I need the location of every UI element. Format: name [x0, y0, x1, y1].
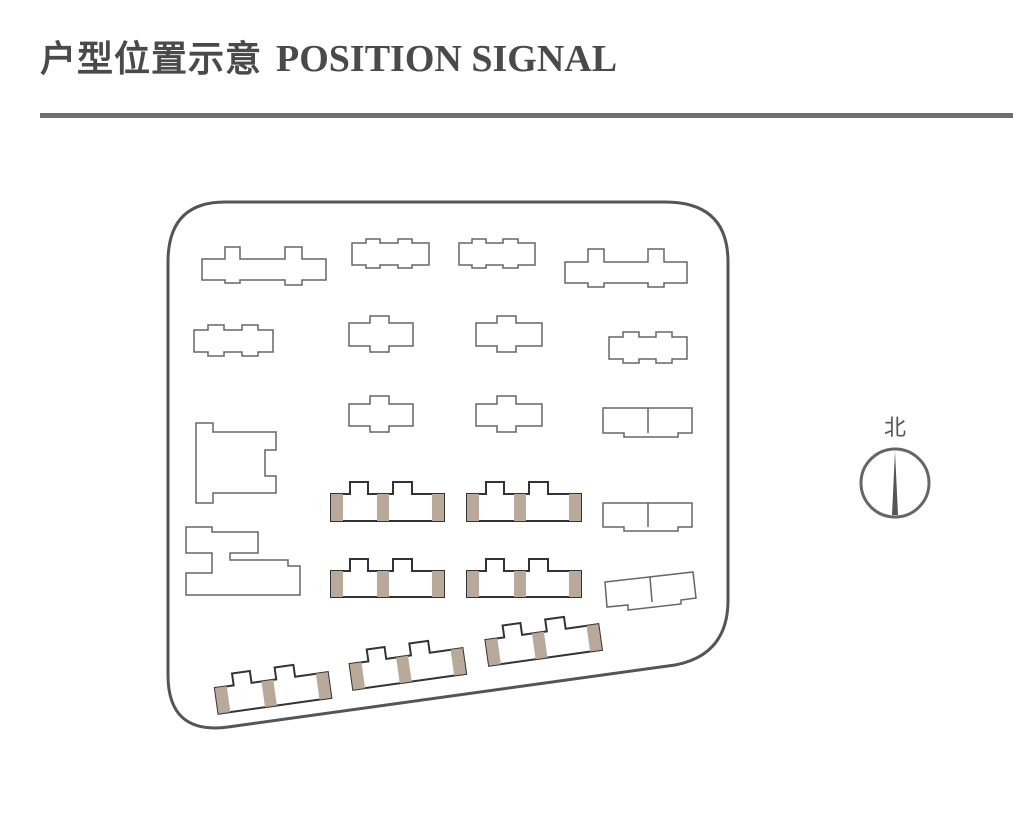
highlighted-building	[484, 615, 604, 667]
site-boundary	[166, 200, 730, 730]
north-compass: 北	[850, 410, 940, 530]
building	[475, 395, 543, 433]
building	[475, 315, 543, 353]
highlighted-building	[213, 663, 333, 715]
highlighted-building	[466, 481, 582, 522]
building	[201, 246, 327, 286]
building	[351, 238, 430, 269]
page-title: 户型位置示意 POSITION SIGNAL	[40, 30, 617, 80]
building	[564, 248, 688, 288]
highlighted-building	[348, 639, 468, 691]
building	[195, 422, 277, 504]
building	[348, 395, 414, 433]
building	[348, 315, 414, 353]
highlighted-building	[466, 558, 582, 598]
title-divider	[40, 113, 1013, 118]
building	[193, 324, 274, 357]
compass-needle-icon	[859, 447, 931, 519]
title-chinese: 户型位置示意	[40, 39, 263, 80]
title-english: POSITION SIGNAL	[276, 38, 618, 80]
highlighted-building	[330, 558, 445, 598]
building	[458, 238, 536, 269]
highlighted-building	[330, 481, 445, 522]
building	[608, 331, 688, 364]
building	[185, 526, 301, 596]
north-label: 北	[883, 416, 906, 441]
